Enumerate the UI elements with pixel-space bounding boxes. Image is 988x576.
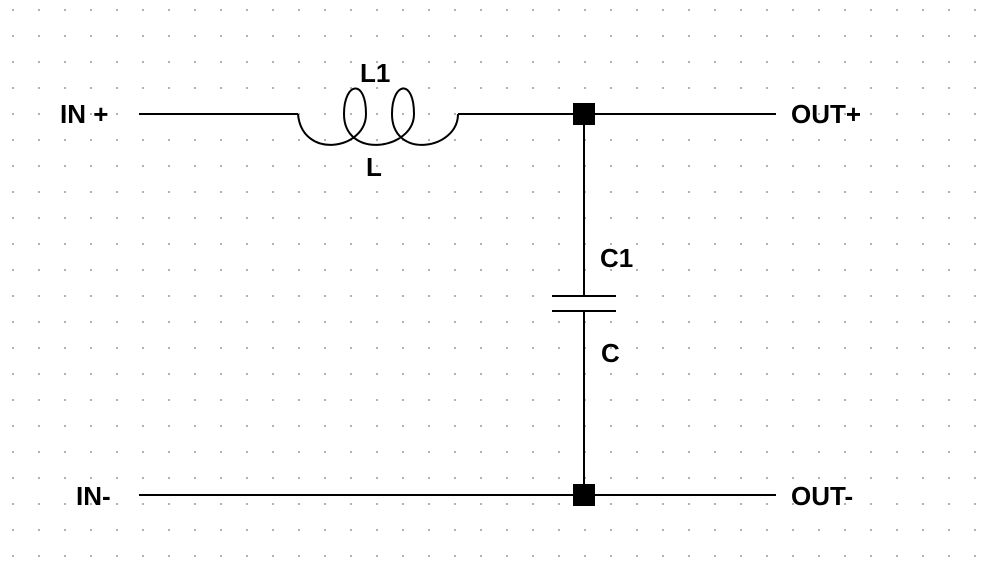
capacitor-ref-label: C1 bbox=[600, 243, 633, 273]
terminal-out-minus-label: OUT- bbox=[791, 481, 853, 511]
inductor-value-label: L bbox=[366, 152, 382, 182]
inductor-ref-label: L1 bbox=[360, 58, 390, 88]
junction-node-bottom bbox=[573, 484, 595, 506]
junction-node-top bbox=[573, 103, 595, 125]
terminal-out-plus-label: OUT+ bbox=[791, 99, 861, 129]
terminal-in-plus-label: IN + bbox=[60, 99, 108, 129]
capacitor-value-label: C bbox=[601, 338, 620, 368]
terminal-in-minus-label: IN- bbox=[76, 481, 111, 511]
inductor-l1-coil bbox=[297, 87, 459, 146]
